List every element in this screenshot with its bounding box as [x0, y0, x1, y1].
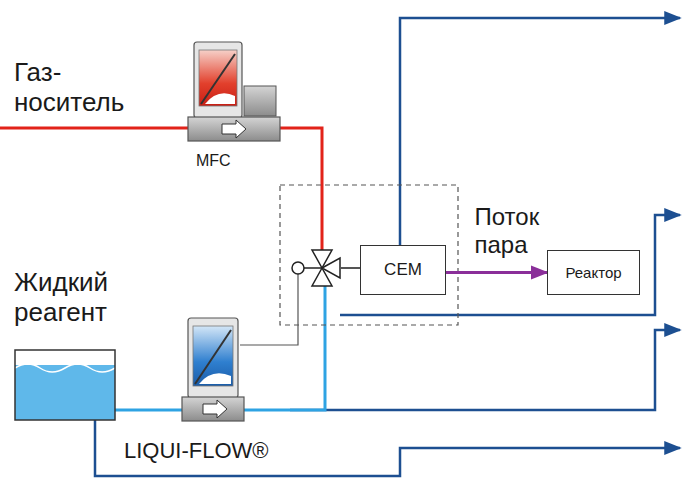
three-way-valve — [292, 250, 340, 286]
text-label: LIQUI-FLOW® — [124, 438, 269, 463]
liquid-surface — [15, 364, 115, 372]
mfc-electronics — [244, 86, 276, 116]
valve-actuator — [292, 262, 304, 274]
outlet-line — [95, 420, 680, 476]
liquiflow-indicator — [195, 330, 231, 384]
valve-outlet — [340, 267, 360, 269]
liquiflow-display — [193, 326, 233, 386]
liquiflow-housing — [188, 318, 238, 398]
process-box: Реактор — [547, 250, 640, 295]
liquiflow-device — [182, 318, 244, 421]
process-box: CEM — [360, 245, 446, 295]
vapor-flow-arrow — [446, 271, 547, 274]
tank-wall — [15, 350, 115, 420]
box-text: CEM — [384, 260, 422, 280]
tank-liquid — [15, 365, 115, 420]
text-label: Газ- носитель — [14, 58, 134, 118]
liquid-line — [115, 286, 325, 410]
dashed-enclosure — [280, 185, 458, 325]
box-text: Реактор — [565, 264, 621, 281]
liquiflow-base — [182, 397, 244, 421]
outlet-lines — [95, 18, 680, 476]
flow-arrow-symbol — [222, 120, 246, 138]
flow-arrow-symbol — [203, 400, 227, 418]
gas-line — [0, 128, 322, 250]
mfc-highlight — [205, 93, 235, 104]
mfc-housing — [194, 42, 242, 118]
liquiflow-highlight — [199, 373, 231, 384]
control-wire — [240, 274, 298, 345]
outlet-line — [400, 18, 680, 245]
mfc-display — [199, 50, 237, 106]
edge-label: Поток пара — [475, 203, 585, 258]
mfc-device — [188, 42, 280, 141]
mfc-base — [188, 117, 280, 141]
valve-stem — [304, 267, 322, 269]
liquid-tank — [15, 350, 115, 420]
outlet-line — [290, 330, 680, 410]
mfc-indicator — [201, 54, 235, 104]
text-label: Жидкий реагент — [14, 268, 164, 328]
text-label: MFC — [196, 152, 231, 170]
valve-port — [322, 258, 340, 278]
